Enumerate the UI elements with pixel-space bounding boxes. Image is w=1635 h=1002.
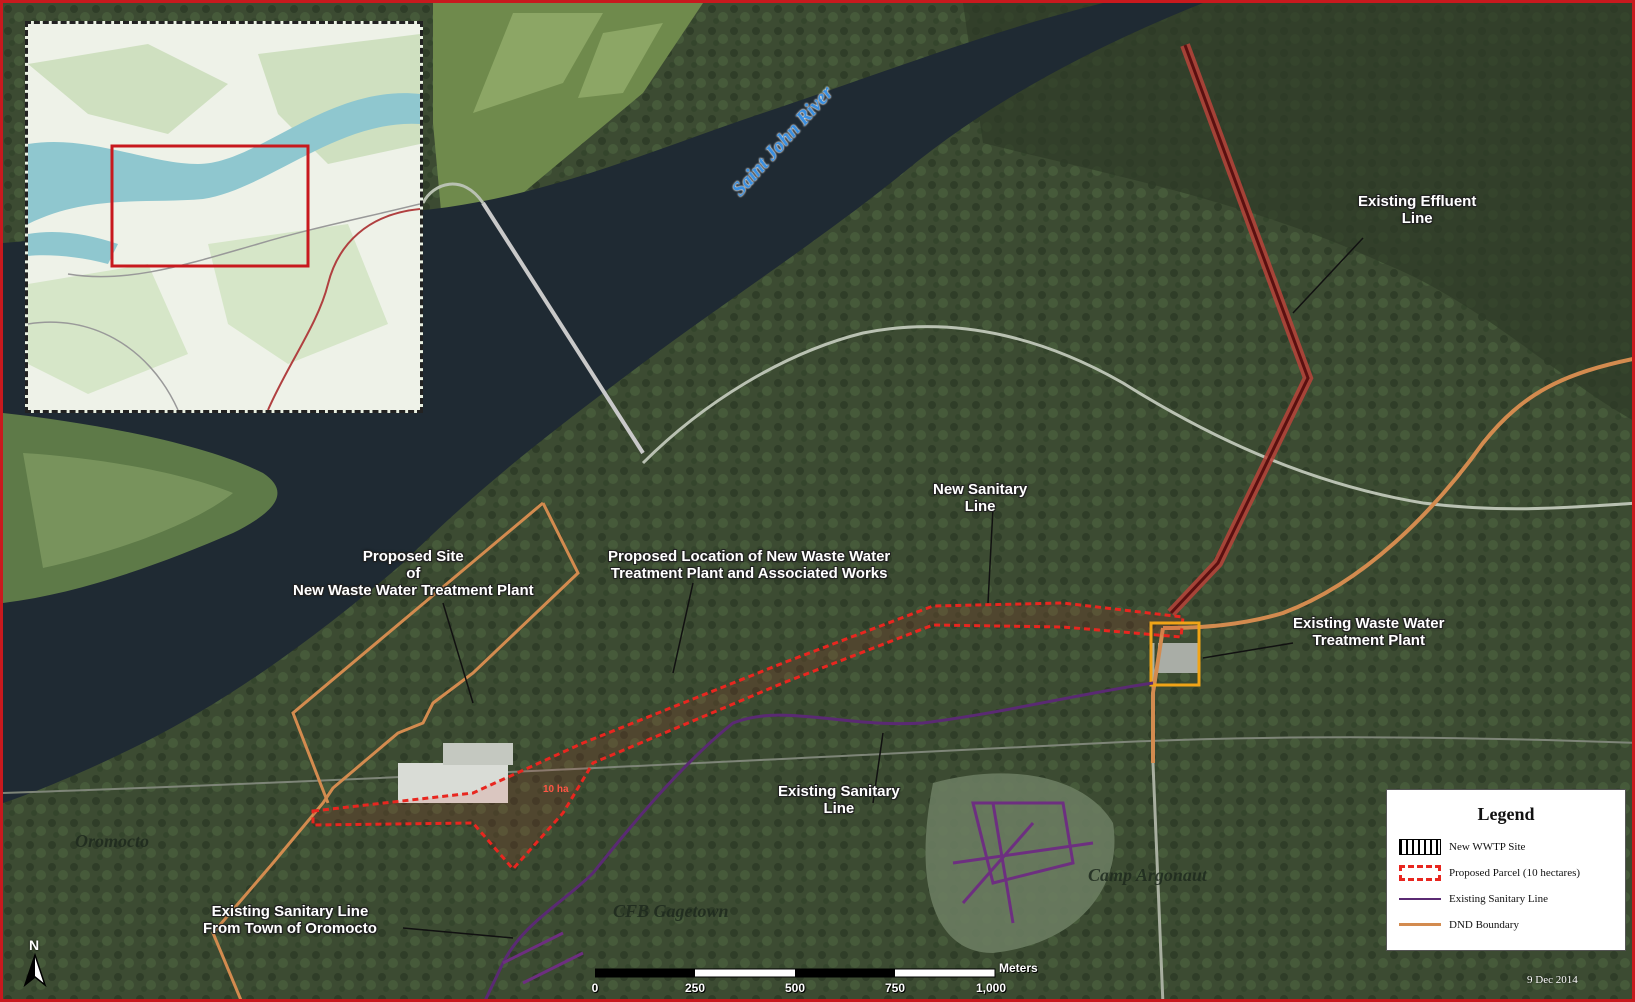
hatched-box-icon [1399, 839, 1441, 855]
inset-locator-map[interactable] [25, 21, 423, 413]
leader-oromocto-line [402, 927, 514, 939]
leader-proposed-site [442, 602, 474, 704]
main-road [641, 325, 1632, 511]
legend-item-dnd-boundary: DND Boundary [1399, 916, 1519, 934]
inset-map-graphic [28, 24, 420, 410]
existing-sanitary-line [484, 681, 1154, 999]
river-island-fields [23, 453, 233, 568]
red-dashed-box-icon [1399, 865, 1441, 881]
orange-line-icon [1399, 917, 1441, 933]
scale-tick-250: 250 [684, 981, 706, 995]
place-oromocto: Oromocto [75, 831, 149, 851]
north-label: N [29, 937, 40, 953]
map-legend: Legend New WWTP Site Proposed Parcel (10… [1386, 789, 1626, 951]
leader-effluent [1292, 237, 1364, 314]
place-cfb-gagetown: CFB Gagetown [613, 901, 729, 921]
scale-unit: Meters [999, 961, 1038, 975]
legend-label: New WWTP Site [1449, 841, 1526, 853]
leader-proposed-location [672, 582, 694, 674]
place-camp-argonaut: Camp Argonaut [1088, 865, 1207, 885]
scale-bar: 0 250 500 750 1,000 Meters [591, 961, 1038, 999]
industrial-building-2 [443, 743, 513, 765]
leader-existing-sanitary [872, 732, 884, 804]
farm-field-strips [473, 13, 663, 113]
scale-bar-graphic [595, 968, 996, 978]
legend-item-sanitary-line: Existing Sanitary Line [1399, 890, 1548, 908]
scale-tick-500: 500 [784, 981, 806, 995]
legend-label: Proposed Parcel (10 hectares) [1449, 867, 1581, 879]
leader-new-sanitary [987, 507, 994, 604]
new-wwtp-site[interactable] [1149, 621, 1201, 687]
proposed-parcel[interactable] [311, 601, 1185, 872]
label-parcel-area: 10 ha [543, 784, 569, 795]
existing-wwtp-structure [1158, 643, 1198, 673]
legend-item-new-wwtp: New WWTP Site [1399, 838, 1525, 856]
sanitary-network-camp [952, 801, 1094, 924]
legend-title: Legend [1477, 804, 1535, 824]
scale-tick-1000: 1,000 [975, 981, 1007, 995]
forest-northeast [963, 3, 1632, 420]
scale-tick-750: 750 [884, 981, 906, 995]
camp-area [925, 773, 1115, 953]
existing-effluent-line-core [1169, 44, 1310, 615]
scale-tick-0: 0 [591, 981, 599, 995]
inset-extent-box [110, 144, 310, 268]
legend-label: Existing Sanitary Line [1449, 893, 1548, 905]
purple-line-icon [1399, 891, 1441, 907]
date-stamp: 9 Dec 2014 [1527, 974, 1578, 986]
dnd-boundary-site [291, 501, 544, 804]
dnd-boundary-west [211, 502, 580, 999]
secondary-road [421, 182, 485, 204]
sanitary-network-south [502, 931, 584, 985]
saint-john-river [3, 3, 1203, 803]
legend-label: DND Boundary [1449, 919, 1519, 931]
leader-existing-wwtp [1202, 642, 1294, 659]
inset-river [28, 93, 420, 224]
legend-item-proposed-parcel: Proposed Parcel (10 hectares) [1399, 864, 1580, 882]
bridge [481, 201, 645, 455]
dnd-boundary [1151, 357, 1632, 763]
rail-line [3, 736, 1632, 794]
north-arrow-icon: N [21, 937, 49, 989]
